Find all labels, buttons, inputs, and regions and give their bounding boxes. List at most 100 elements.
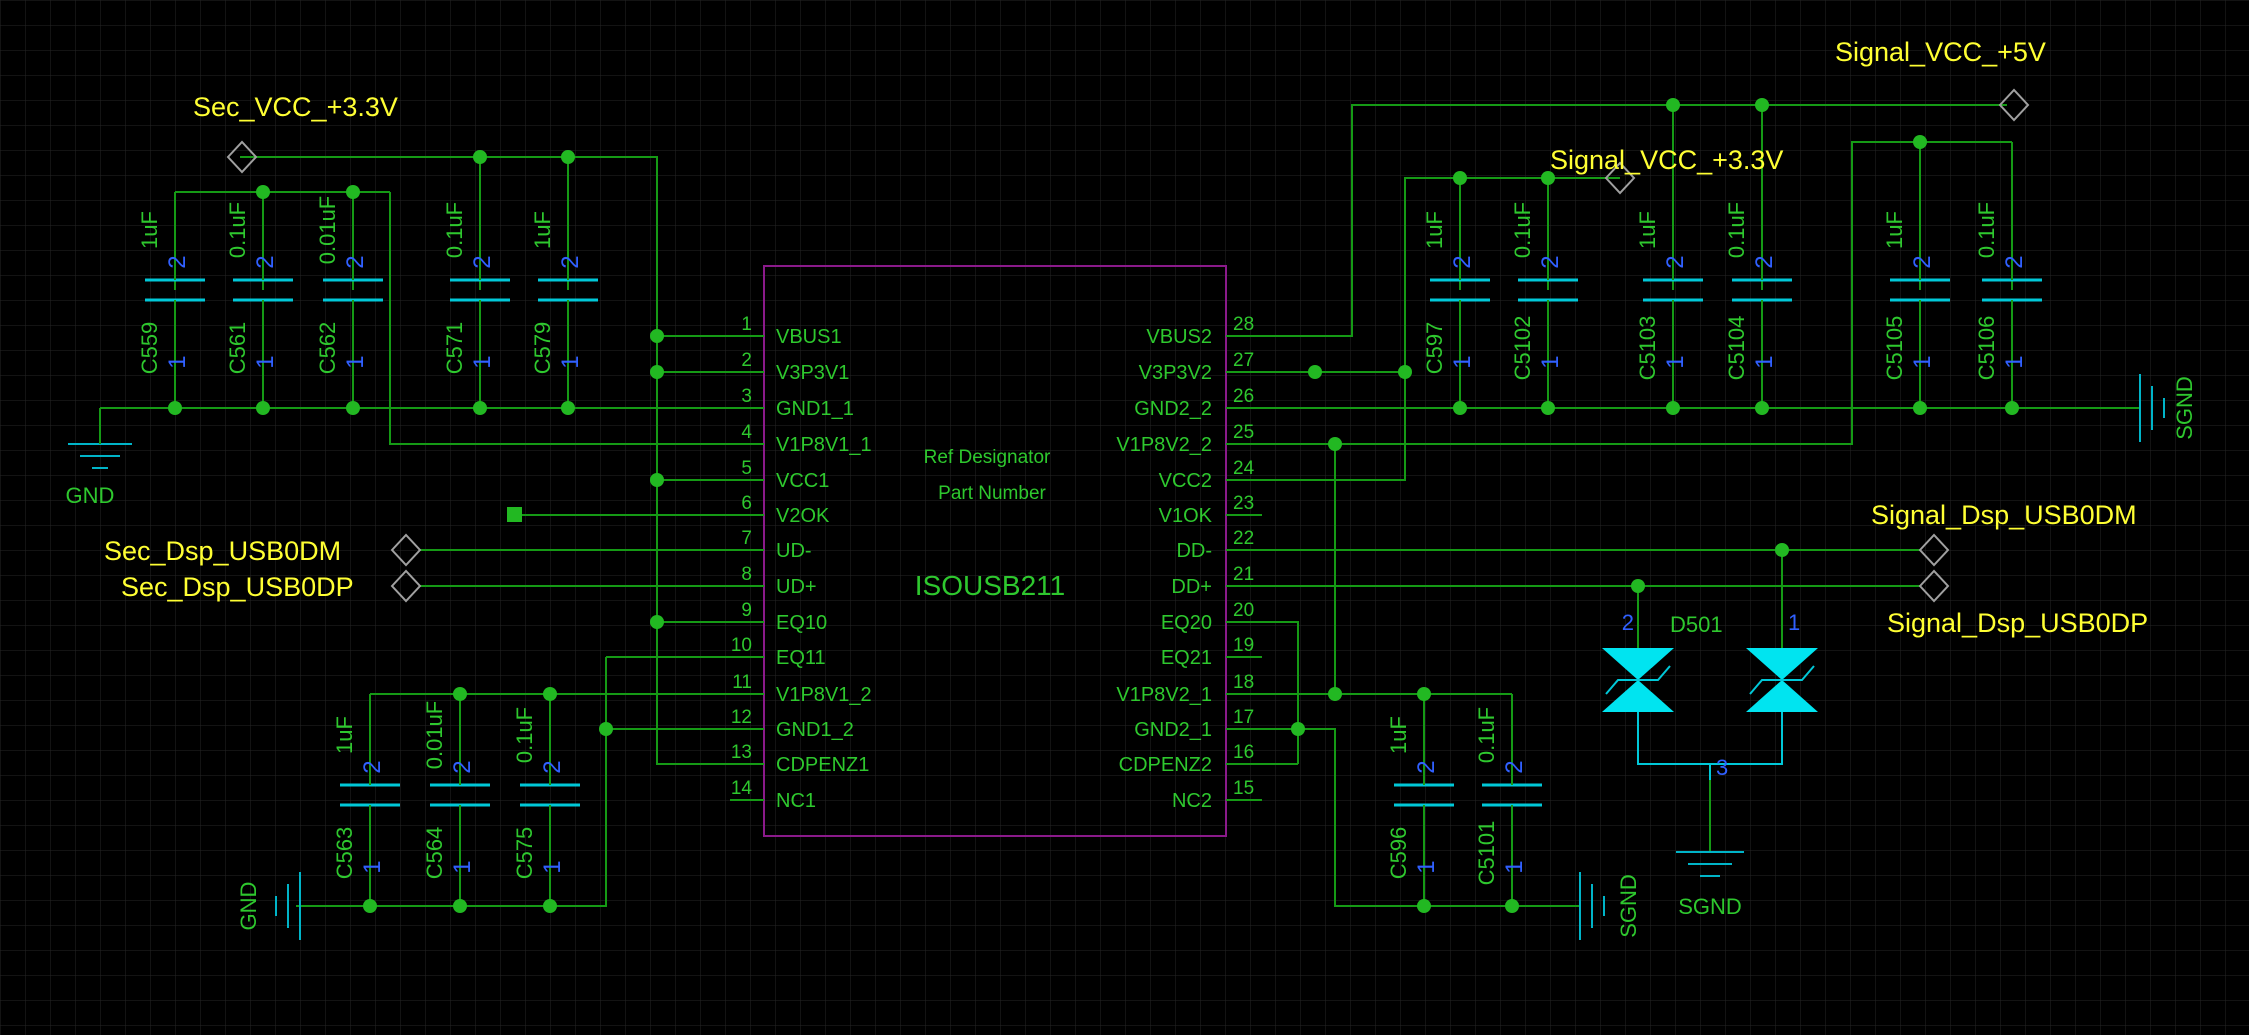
cap-value: 0.1uF	[512, 707, 537, 763]
cap-pin-bottom: 1	[2001, 355, 2028, 368]
sgnd-symbol-diode: SGND	[1676, 780, 1744, 919]
ic-pin-name: V1P8V2_1	[1116, 684, 1212, 706]
ic-name: ISOUSB211	[915, 570, 1065, 601]
part-number-label: Part Number	[938, 483, 1046, 504]
ref-designator-label: Ref Designator	[924, 447, 1051, 468]
port-sec-usb-dp	[390, 569, 422, 603]
cap-pin-top: 2	[2001, 255, 2028, 268]
cap-value: 0.01uF	[422, 701, 447, 770]
cap-pin-top: 2	[1662, 255, 1689, 268]
ic-pin-name: CDPENZ1	[776, 754, 869, 776]
cap-pin-top: 2	[252, 255, 279, 268]
ic-pin-number: 4	[741, 422, 752, 443]
diode-pin-common: 3	[1716, 755, 1728, 780]
cap-value: 0.1uF	[225, 202, 250, 258]
cap-ref: C5105	[1882, 316, 1907, 381]
cap-pin-top: 2	[342, 255, 369, 268]
tvs-diode-d501[interactable]: D501 2 1 3	[1602, 610, 1818, 780]
cap-pin-bottom: 1	[1413, 860, 1440, 873]
ic-pin-name: GND1_2	[776, 719, 854, 741]
cap-ref: C571	[442, 322, 467, 375]
cap-value: 1uF	[1386, 716, 1411, 754]
ic-pin-number: 5	[741, 458, 752, 479]
capacitor-c575[interactable]: 0.1uF C575 2 1	[512, 707, 580, 879]
cap-value: 1uF	[1422, 211, 1447, 249]
junctions	[168, 98, 2019, 913]
cap-ref: C5101	[1474, 821, 1499, 886]
diode-right-upper	[1746, 648, 1818, 680]
ic-pin-number: 21	[1233, 564, 1254, 585]
cap-pin-top: 2	[1909, 255, 1936, 268]
cap-ref: C5104	[1724, 316, 1749, 381]
ic-pin-name: V2OK	[776, 505, 830, 527]
cap-ref: C559	[137, 322, 162, 375]
ic-pin-number: 24	[1233, 458, 1255, 479]
ic-pin-number: 10	[731, 635, 752, 656]
cap-value: 1uF	[530, 211, 555, 249]
sgnd-label-right: SGND	[2172, 376, 2197, 440]
port-sec-vcc	[226, 140, 258, 174]
cap-value: 0.1uF	[1474, 707, 1499, 763]
v2ok-marker	[507, 507, 522, 522]
ic-isousb211[interactable]: 1VBUS12V3P3V13GND1_14V1P8V1_15VCC16V2OK7…	[730, 265, 1262, 837]
cap-value: 0.01uF	[315, 196, 340, 265]
ic-pin-name: UD+	[776, 576, 817, 598]
cap-pin-top: 2	[539, 760, 566, 773]
diode-left-lower	[1602, 680, 1674, 712]
cap-ref: C575	[512, 827, 537, 880]
ic-pin-name: V3P3V2	[1139, 362, 1212, 384]
cap-ref: C562	[315, 322, 340, 375]
cap-pin-bottom: 1	[1537, 355, 1564, 368]
ic-pin-name: V1OK	[1159, 505, 1213, 527]
ic-pin-name: V1P8V1_1	[776, 434, 872, 456]
ic-pin-number: 7	[741, 528, 752, 549]
sgnd-symbol-right: SGND	[2139, 374, 2197, 442]
cap-pin-bottom: 1	[1501, 860, 1528, 873]
gnd-symbol-left: GND	[66, 430, 132, 508]
cap-value: 0.1uF	[1724, 202, 1749, 258]
ic-pin-number: 13	[731, 742, 752, 763]
cap-pin-top: 2	[469, 255, 496, 268]
gnd-label-left: GND	[66, 483, 115, 508]
ic-pin-name: GND2_2	[1134, 398, 1212, 420]
cap-pin-bottom: 1	[539, 860, 566, 873]
cap-pin-bottom: 1	[469, 355, 496, 368]
ic-pin-name: VCC2	[1159, 470, 1212, 492]
cap-value: 1uF	[332, 716, 357, 754]
wire-sec-vcc-rail	[240, 156, 658, 332]
ic-pin-name: EQ11	[776, 647, 826, 669]
cap-value: 0.1uF	[442, 202, 467, 258]
ic-pin-number: 1	[741, 314, 752, 335]
ic-pin-number: 25	[1233, 422, 1254, 443]
sgnd-label-bottom-mid: SGND	[1616, 874, 1641, 938]
ic-pin-name: V1P8V2_2	[1116, 434, 1212, 456]
cap-ref: C5106	[1974, 316, 1999, 381]
port-sec-usb-dm	[390, 533, 422, 567]
ic-pin-name: VBUS2	[1146, 326, 1212, 348]
diode-left-upper	[1602, 648, 1674, 680]
wire-gnd2-1	[1228, 728, 1580, 907]
cap-pin-top: 2	[359, 760, 386, 773]
ic-pin-number: 17	[1233, 707, 1254, 728]
cap-ref: C596	[1386, 827, 1411, 880]
capacitor-c571[interactable]: 0.1uF C571 2 1	[442, 202, 510, 374]
cap-pin-bottom: 1	[1909, 355, 1936, 368]
ic-pin-name: V1P8V1_2	[776, 684, 872, 706]
cap-pin-bottom: 1	[252, 355, 279, 368]
cap-ref: C597	[1422, 322, 1447, 375]
